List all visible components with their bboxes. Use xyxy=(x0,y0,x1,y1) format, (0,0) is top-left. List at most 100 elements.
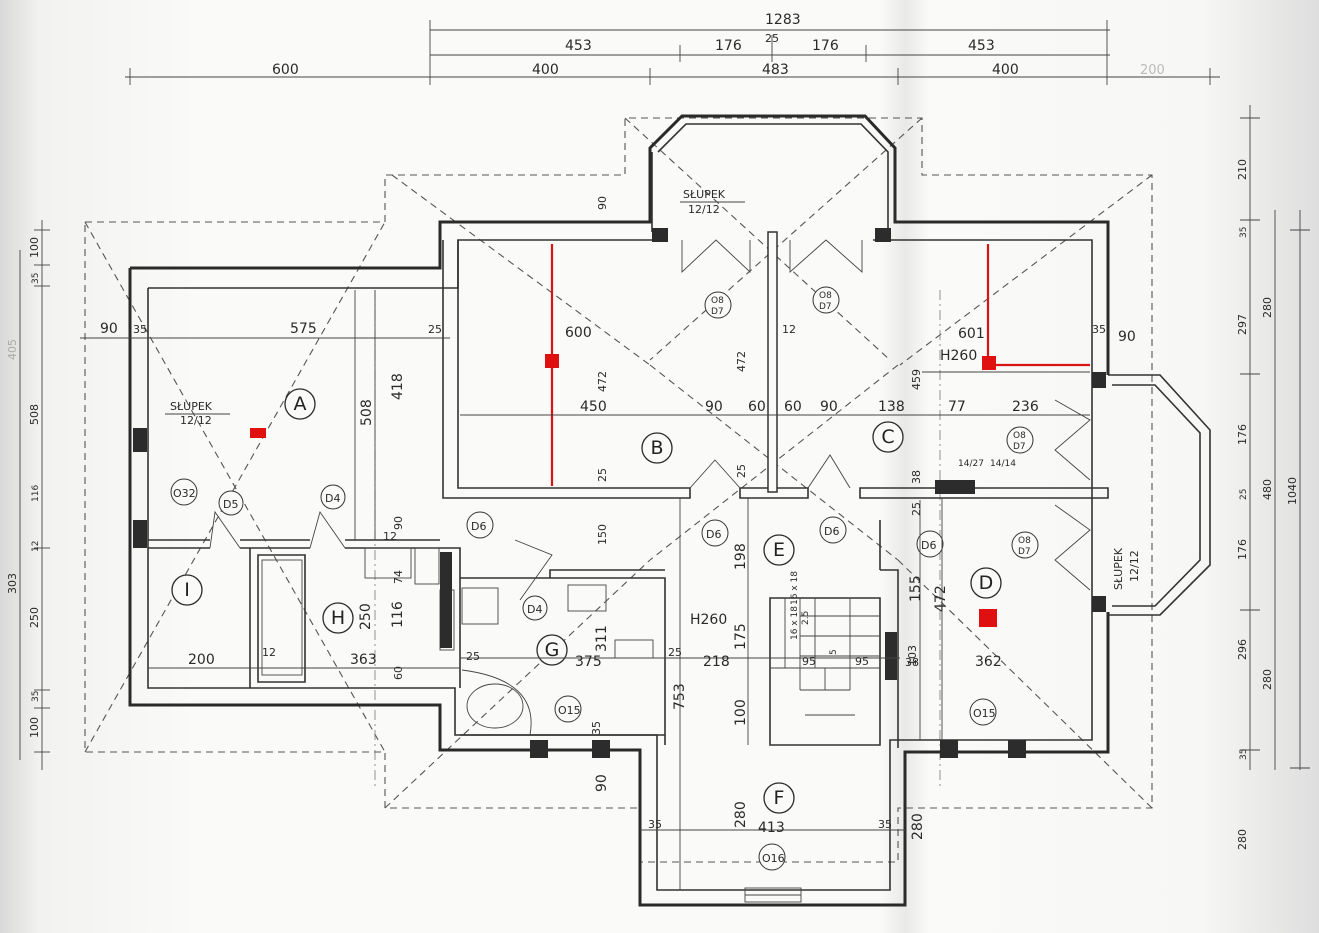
height-c: H260 xyxy=(940,348,977,364)
dim-c-12: 25 xyxy=(910,502,923,516)
dim-a-6: 508 xyxy=(359,399,375,426)
dim-left-2: 35 xyxy=(31,273,41,284)
dim-right-2: 35 xyxy=(1239,227,1249,238)
dim-e-1: 198 xyxy=(733,543,749,570)
slupek-label-right: SŁUPEK xyxy=(1112,547,1125,590)
dim-mid-5: 200 xyxy=(1140,63,1165,78)
dim-top-4: 176 xyxy=(812,38,839,54)
slupek-label-left: SŁUPEK xyxy=(170,400,213,413)
dim-top-1: 453 xyxy=(565,38,592,54)
dim-left-9: 303 xyxy=(6,573,19,594)
dim-top-5: 453 xyxy=(968,38,995,54)
red-post-c xyxy=(982,356,996,370)
dim-b-6: 90 xyxy=(596,196,609,210)
dim-g-2: 375 xyxy=(575,654,602,670)
dim-h-7: 60 xyxy=(392,666,405,680)
dim-e-5: 175 xyxy=(733,623,749,650)
room-label-h: H xyxy=(331,607,345,629)
dim-c-6: 459 xyxy=(910,369,923,390)
dim-right-9: 176 xyxy=(1236,539,1249,560)
dim-top-3: 25 xyxy=(765,32,779,45)
tag-d7-a: D7 xyxy=(711,307,724,317)
stairs-dim-3: 16 x 18 xyxy=(790,571,800,605)
dim-f-2: 413 xyxy=(758,820,785,836)
posts xyxy=(133,228,1106,758)
interior-walls xyxy=(148,231,1109,748)
dim-h-9: 12 xyxy=(383,530,397,543)
dim-right-7: 480 xyxy=(1261,479,1274,500)
dim-a-1: 90 xyxy=(100,321,118,337)
dim-right-13: 280 xyxy=(1236,829,1249,850)
dim-e-9: 753 xyxy=(672,683,688,710)
dim-h-8: 90 xyxy=(392,516,405,530)
tag-d6-d: D6 xyxy=(921,539,936,552)
tag-d6-c: D6 xyxy=(824,525,839,538)
dim-a-5: 418 xyxy=(390,373,406,400)
tag-o8-b: O8 xyxy=(819,291,832,301)
stairs-dim-6: 95 xyxy=(855,655,869,668)
dim-h-1: 200 xyxy=(188,652,215,668)
room-label-b: B xyxy=(650,437,663,459)
dim-f-1: 280 xyxy=(733,801,749,828)
dim-a-2: 35 xyxy=(133,323,147,336)
dim-g-4: 35 xyxy=(590,721,603,735)
dim-c-11: 38 xyxy=(910,470,923,484)
dim-a-3: 575 xyxy=(290,321,317,337)
dim-h-3: 363 xyxy=(350,652,377,668)
dim-g-3: 25 xyxy=(466,650,480,663)
room-label-e: E xyxy=(773,539,785,561)
dim-f-3: 35 xyxy=(648,818,662,831)
dim-right-5: 176 xyxy=(1236,424,1249,445)
slupek-size-right: 12/12 xyxy=(1128,550,1141,582)
dim-e-7: 25 xyxy=(668,646,682,659)
dim-total-width: 1283 xyxy=(765,12,801,28)
door-tag-rings xyxy=(170,286,1039,871)
height-e: H260 xyxy=(690,612,727,628)
tag-d7-d: D7 xyxy=(1018,547,1031,557)
dim-right-6: 25 xyxy=(1239,489,1249,500)
tag-o16: O16 xyxy=(762,852,785,865)
dim-b-9: 60 xyxy=(784,399,802,415)
dim-right-4: 280 xyxy=(1261,297,1274,318)
interior-dimension-lines xyxy=(80,290,1090,890)
window-casements xyxy=(209,239,1091,736)
dim-c-10: 236 xyxy=(1012,399,1039,415)
room-label-a: A xyxy=(294,393,307,415)
dim-a-4: 25 xyxy=(428,323,442,336)
dim-right-10: 296 xyxy=(1236,639,1249,660)
dim-right-1: 210 xyxy=(1236,159,1249,180)
red-post-d xyxy=(979,609,997,627)
room-label-f: F xyxy=(774,787,785,809)
red-post-a xyxy=(250,428,266,438)
dim-left-1: 100 xyxy=(28,237,41,258)
dim-left-5: 12 xyxy=(31,541,41,552)
dim-d-4: 362 xyxy=(975,654,1002,670)
dim-right-11: 280 xyxy=(1261,669,1274,690)
dim-d-2: 103 xyxy=(906,645,919,666)
dim-e-8: 100 xyxy=(733,699,749,726)
tag-o32: O32 xyxy=(173,487,196,500)
tag-d4-b: D4 xyxy=(527,603,542,616)
room-label-c: C xyxy=(881,426,894,448)
stairs-dim-1: 16 x 18 xyxy=(790,606,800,640)
dim-h-5: 116 xyxy=(390,601,406,628)
dim-h-4: 250 xyxy=(358,603,374,630)
dim-c-8: 138 xyxy=(878,399,905,415)
dim-b-7: 150 xyxy=(596,524,609,545)
dim-right-8: 1040 xyxy=(1286,477,1299,505)
tag-d6-a: D6 xyxy=(471,520,486,533)
slupek-size-left: 12/12 xyxy=(180,414,212,427)
dim-g-5: 90 xyxy=(594,774,610,792)
dim-d-3: 472 xyxy=(933,585,949,612)
room-label-g: G xyxy=(545,639,560,661)
vent-label-b: 14/14 xyxy=(990,459,1016,469)
tag-d7-b: D7 xyxy=(819,302,832,312)
tag-o8-a: O8 xyxy=(711,296,724,306)
right-dimension-lines xyxy=(1240,105,1310,770)
vent-label-a: 14/27 xyxy=(958,459,984,469)
dim-right-12: 35 xyxy=(1239,749,1249,760)
dim-left-8: 100 xyxy=(28,717,41,738)
stairs-dim-4: 95 xyxy=(802,655,816,668)
dim-e-6: 218 xyxy=(703,654,730,670)
dim-left-7: 35 xyxy=(31,691,41,702)
